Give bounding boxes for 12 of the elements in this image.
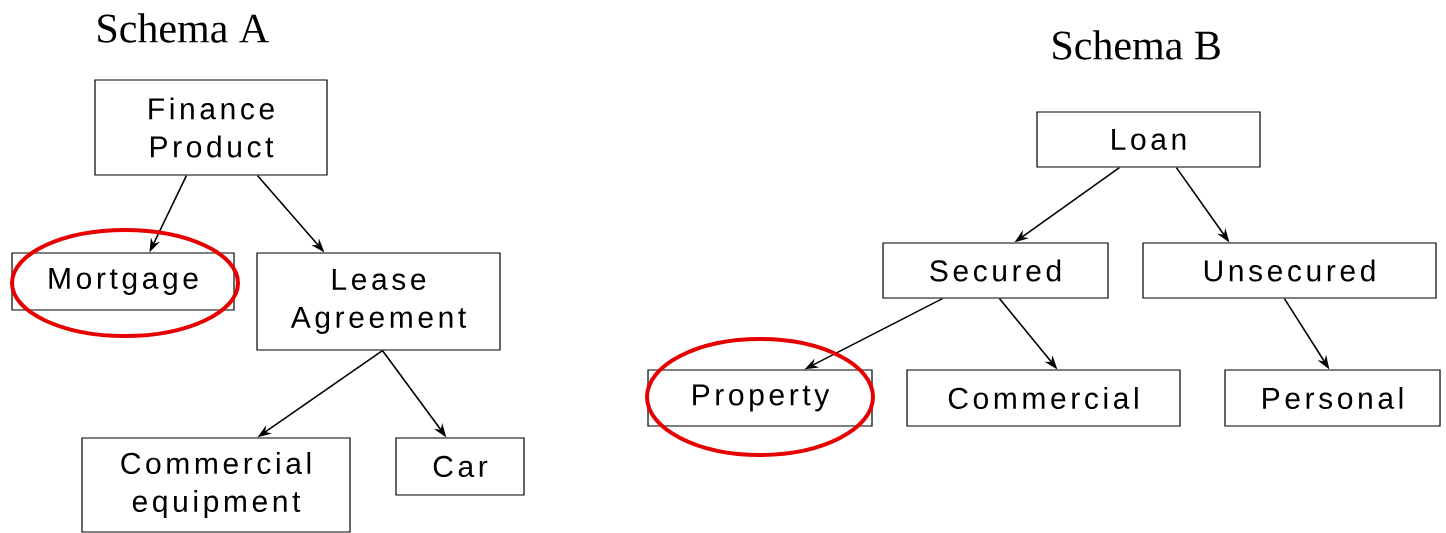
box: Lease Agreement: [256, 252, 501, 351]
box: Finance Product: [94, 79, 328, 176]
box: Secured: [882, 242, 1109, 299]
box: Property: [647, 369, 873, 427]
box: Mortgage: [11, 252, 235, 311]
box: Commercial: [906, 369, 1181, 427]
heading: Schema B: [1053, 30, 1220, 60]
box: Loan: [1036, 111, 1261, 168]
box: Unsecured: [1142, 242, 1437, 299]
box: Personal: [1224, 369, 1441, 427]
box: Commercial equipment: [81, 437, 351, 533]
box: Car: [395, 437, 525, 496]
